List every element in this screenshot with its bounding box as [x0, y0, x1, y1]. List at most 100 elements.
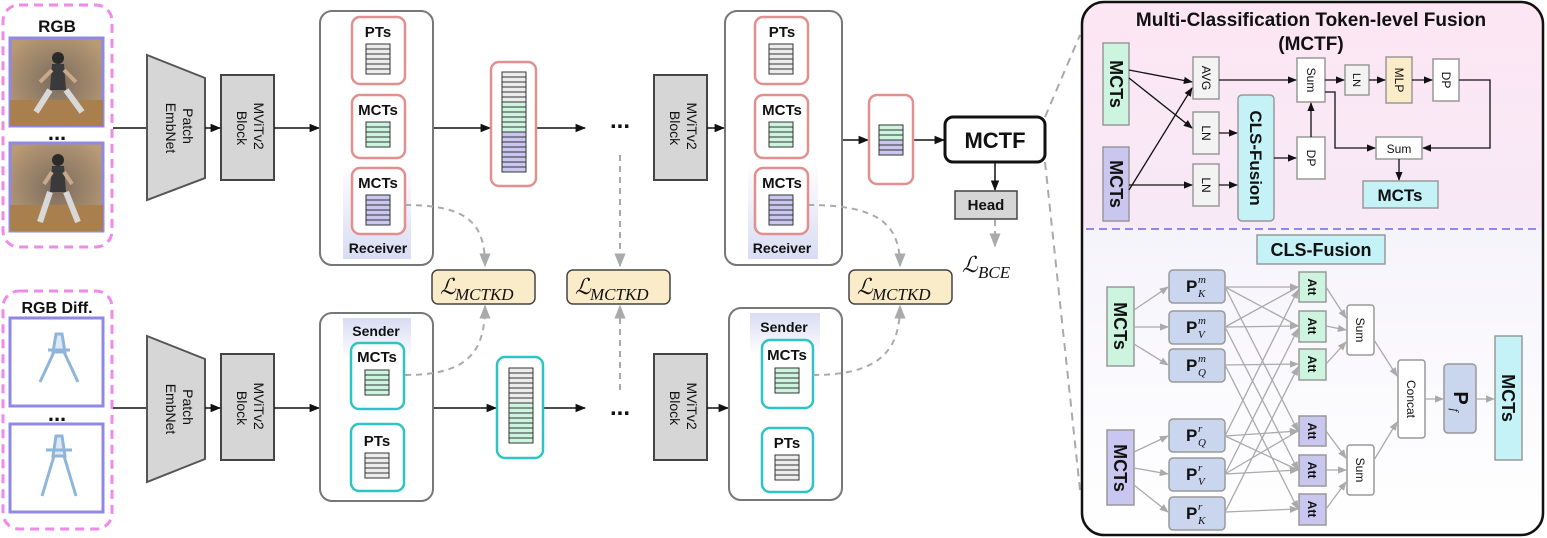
bottom1-mcts-tokens [364, 369, 390, 396]
rgb-label: RGB [38, 17, 76, 36]
panel-mcts-mint-bottom: MCTs [1110, 302, 1130, 350]
patch-embnet-bottom-line2: EmbNet [163, 384, 179, 435]
svg-text:MViTv2 Block: MViTv2 Block [234, 102, 267, 153]
panel-concat: Concat [1404, 380, 1418, 419]
proj-pmq: P m Q [1168, 348, 1226, 383]
att-2-label: Att [1305, 318, 1319, 335]
svg-text:ℒ: ℒ [962, 252, 979, 277]
rgb-frame-1 [8, 36, 105, 128]
rgbdiff-frame-2 [8, 422, 105, 514]
panel-ln-1: LN [1199, 125, 1213, 140]
panel-mcts-output-top: MCTs [1377, 186, 1422, 205]
proj-pmq-sub: Q [1198, 367, 1206, 379]
panel-cls-fusion-top: CLS-Fusion [1246, 110, 1265, 205]
proj-pmk: P m K [1168, 269, 1226, 304]
proj-pmv-p: P [1186, 318, 1197, 337]
mvit-block-bottom-1-line1: MViTv2 [251, 382, 267, 429]
top1-mcts-lav-label: MCTs [358, 175, 398, 192]
panel-mlp: MLP [1392, 68, 1406, 93]
proj-prk-sup: r [1198, 501, 1203, 513]
kd-dashed-arrows [404, 155, 1001, 390]
bottom1-sender-label: Sender [352, 323, 400, 339]
proj-prv-p: P [1186, 465, 1197, 484]
mvit-block-bottom-1-line2: Block [234, 391, 250, 426]
bottom1-mcts-label: MCTs [357, 349, 397, 366]
rgbdiff-input-group: RGB Diff. ... [1, 289, 114, 531]
mvit-block-top-2-line1: MViTv2 [684, 102, 700, 149]
bottomn-pts-tokens [774, 454, 800, 481]
proj-pf-p: P [1449, 391, 1471, 404]
bottom1-pts-tokens [364, 452, 390, 479]
topn-mcts-mint-tokens [768, 121, 794, 148]
proj-prq-p: P [1186, 426, 1197, 445]
mvit-block-top-2-line2: Block [667, 111, 683, 146]
top1-pts-tokens [365, 43, 391, 75]
mvit-block-top-2: MViTv2 Block [653, 74, 708, 181]
bottom1-output-tokens [495, 355, 545, 460]
svg-text:MViTv2 Block: MViTv2 Block [667, 382, 700, 433]
topn-pts-label: PTs [769, 24, 795, 41]
proj-pmq-sup: m [1198, 353, 1206, 365]
mctf-detail-panel: Multi-Classification Token-level Fusion … [1080, 0, 1545, 537]
panel-mcts-mint-top: MCTs [1106, 60, 1126, 108]
top1-receiver-label: Receiver [349, 240, 408, 256]
proj-pmv-sup: m [1198, 315, 1206, 327]
svg-text:MViTv2 Block: MViTv2 Block [667, 102, 700, 153]
rgb-ellipsis: ... [48, 120, 66, 145]
loss-kd-1-sub: MCTKD [454, 285, 514, 304]
mvit-block-bottom-2-line2: Block [667, 391, 683, 426]
panel-sum-2: Sum [1387, 142, 1412, 156]
patch-embnet-bottom-line1: Patch [180, 389, 196, 425]
mctf-box: MCTF [943, 115, 1047, 164]
top1-mcts-lav-tokens [365, 194, 391, 226]
panel-dp-2: DP [1439, 72, 1453, 89]
rgbdiff-ellipsis: ... [48, 401, 66, 426]
proj-pmv-sub: V [1198, 329, 1206, 341]
loss-kd-3: ℒ MCTKD [848, 269, 953, 305]
topn-mcts-lav-tokens [768, 194, 794, 226]
bottom1-pts-label: PTs [364, 433, 390, 450]
loss-kd-3-sub: MCTKD [871, 285, 931, 304]
loss-kd-2: ℒ MCTKD [566, 269, 671, 305]
panel-sum-1: Sum [1304, 68, 1318, 93]
top1-mcts-mint-tokens [365, 121, 391, 148]
topn-receiver-label: Receiver [753, 240, 812, 256]
proj-prk: P r K [1168, 496, 1226, 531]
panel-ln-3: LN [1350, 73, 1362, 87]
panel-sum-4: Sum [1353, 458, 1367, 483]
panel-dp-1: DP [1304, 150, 1318, 167]
proj-prk-sub: K [1197, 515, 1206, 527]
proj-prq-sub: Q [1198, 437, 1206, 449]
bottom-stage-1: Sender MCTs PTs [319, 312, 434, 502]
proj-pmq-p: P [1186, 356, 1197, 375]
att-boxes [1298, 271, 1327, 526]
patch-embnet-bottom: Patch EmbNet [146, 334, 206, 484]
loss-bce-sub: BCE [978, 263, 1011, 282]
top1-output-tokens [489, 60, 538, 188]
bottom-stage-n: Sender MCTs PTs [728, 307, 843, 501]
bottomn-mcts-label: MCTs [767, 347, 807, 364]
bottomn-mcts-tokens [774, 367, 800, 394]
top1-mcts-mint-label: MCTs [358, 102, 398, 119]
att-1-label: Att [1305, 279, 1319, 296]
loss-kd-1: ℒ MCTKD [431, 269, 536, 305]
topn-pts-tokens [768, 43, 794, 75]
top1-pts-label: PTs [365, 24, 391, 41]
proj-prk-p: P [1186, 504, 1197, 523]
stage-dots-top: ... [610, 107, 630, 134]
mvit-block-bottom-2: MViTv2 Block [653, 353, 708, 461]
panel-ln-2: LN [1199, 177, 1213, 192]
mvit-block-top-1-line2: Block [234, 111, 250, 146]
top-stage-n: PTs MCTs MCTs Receiver [724, 10, 843, 266]
loss-kd-2-sub: MCTKD [589, 285, 649, 304]
rgb-input-group: RGB ... [1, 3, 114, 249]
rgbdiff-frame-1 [8, 316, 105, 408]
zoom-lines [1044, 34, 1081, 491]
att-4-label: Att [1305, 423, 1319, 440]
proj-pmk-p: P [1186, 277, 1197, 296]
att-5-label: Att [1305, 462, 1319, 479]
final-mct-tokens [867, 93, 915, 186]
mvit-block-top-1: MViTv2 Block [220, 74, 275, 181]
proj-prq: P r Q [1168, 418, 1226, 453]
